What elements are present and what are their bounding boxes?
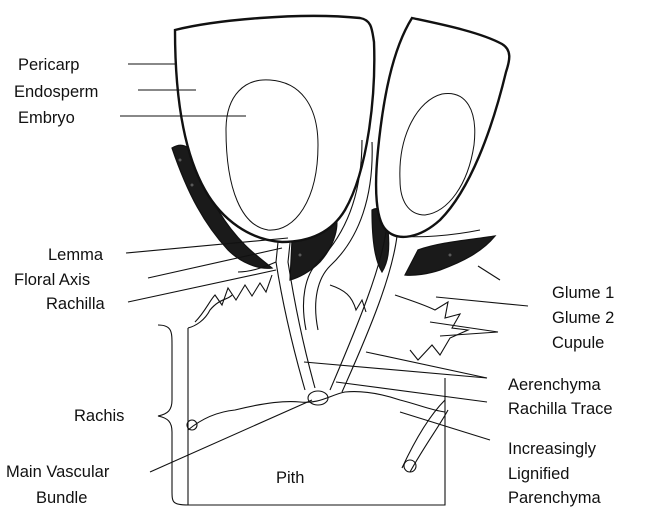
- label-glume2: Glume 2: [552, 309, 614, 327]
- leader-glume1: [478, 266, 500, 280]
- label-rachis: Rachis: [74, 407, 124, 425]
- label-lignified: Lignified: [508, 465, 569, 483]
- leader-lemma: [126, 238, 288, 253]
- leader-lines-right: [304, 266, 528, 440]
- main-vascular-bundle-circle: [308, 391, 328, 405]
- label-aerenchyma: Aerenchyma: [508, 376, 601, 394]
- rachis-brace: [158, 325, 188, 505]
- leader-glume2: [436, 297, 528, 306]
- label-glume1: Glume 1: [552, 284, 614, 302]
- vascular-bundle-small-right: [404, 460, 416, 472]
- axis-right-outer: [342, 236, 397, 392]
- leader-aerenchyma-a: [304, 362, 487, 378]
- label-lemma: Lemma: [48, 246, 104, 264]
- label-main-vascular-line2: Bundle: [36, 489, 87, 507]
- label-endosperm: Endosperm: [14, 83, 98, 101]
- rachis-top-edge: [188, 295, 232, 328]
- label-rachilla-trace: Rachilla Trace: [508, 400, 613, 418]
- cupule-right-outline: [395, 295, 468, 360]
- rachis-right-edge: [402, 400, 445, 468]
- label-rachilla: Rachilla: [46, 295, 106, 313]
- label-main-vascular-line1: Main Vascular: [6, 463, 110, 481]
- cupule-right: [330, 285, 468, 360]
- label-pith: Pith: [276, 469, 304, 487]
- label-cupule: Cupule: [552, 334, 604, 352]
- leader-aerenchyma-b: [366, 352, 487, 378]
- leader-cupule-b: [440, 332, 498, 336]
- cupule-center: [330, 285, 366, 312]
- label-parenchyma: Parenchyma: [508, 489, 601, 507]
- label-embryo: Embryo: [18, 109, 75, 127]
- grain-right: [376, 18, 509, 237]
- leader-rachilla: [128, 270, 276, 302]
- label-pericarp: Pericarp: [18, 56, 79, 74]
- label-floral-axis: Floral Axis: [14, 271, 90, 289]
- label-increasingly: Increasingly: [508, 440, 597, 458]
- pericarp-right: [376, 18, 509, 237]
- rachis-outline: [188, 328, 445, 505]
- pith-boundary: [188, 392, 445, 430]
- leader-cupule-a: [430, 322, 498, 332]
